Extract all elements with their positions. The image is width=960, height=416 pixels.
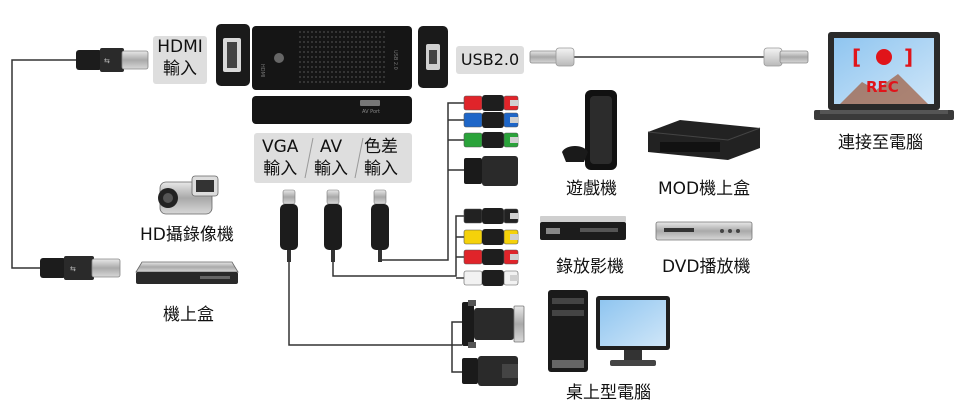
rca-black-plug xyxy=(463,208,519,224)
rca-white-plug xyxy=(463,270,519,286)
settop-box-label: 機上盒 xyxy=(163,305,214,325)
svg-text:⇆: ⇆ xyxy=(104,57,110,65)
component-input-line1: 色差 xyxy=(364,137,398,157)
hdmi-input-line1: HDMI xyxy=(157,37,203,57)
usb-cable xyxy=(529,47,809,67)
vga-input-label: VGA 輸入 xyxy=(262,136,298,180)
vga-input-line1: VGA xyxy=(262,137,299,157)
hdmi-input-label: HDMI 輸入 xyxy=(153,36,207,84)
vga-input-line2: 輸入 xyxy=(263,159,298,179)
input-jack xyxy=(280,189,298,262)
connect-pc-label: 連接至電腦 xyxy=(838,133,923,153)
mod-box-label: MOD機上盒 xyxy=(658,179,751,199)
laptop-illustration: [ ] xyxy=(814,32,954,120)
av-input-label: AV 輸入 xyxy=(314,136,348,180)
input-labels-group xyxy=(254,133,412,183)
dvd-illustration xyxy=(655,221,753,241)
dvd-player-label: DVD播放機 xyxy=(662,257,751,277)
rca-red-plug-2 xyxy=(463,249,519,265)
input-jack xyxy=(324,189,342,262)
vga-cable xyxy=(288,262,525,386)
rca-red-plug xyxy=(463,95,519,111)
camcorder-illustration xyxy=(158,175,219,215)
av-input-line2: 輸入 xyxy=(314,159,348,179)
capture-device: HDMI USB 2.0 AV Port xyxy=(216,24,448,124)
game-console-label: 遊戲機 xyxy=(566,179,617,199)
svg-text:USB 2.0: USB 2.0 xyxy=(392,50,398,70)
av-input-line1: AV xyxy=(319,137,343,157)
vcr-label: 錄放影機 xyxy=(556,257,624,277)
svg-text:[: [ xyxy=(852,45,861,69)
rca-yellow-plug xyxy=(463,229,519,245)
input-jacks xyxy=(280,189,389,262)
component-cable xyxy=(380,95,519,261)
mod-box-illustration xyxy=(647,120,761,160)
vcr-illustration xyxy=(540,216,626,240)
usb-label-text: USB2.0 xyxy=(460,50,520,69)
hdmi-cable: ⇆ ⇆ xyxy=(11,48,149,280)
svg-text:]: ] xyxy=(904,45,913,69)
input-jack xyxy=(371,189,389,262)
desktop-pc-label: 桌上型電腦 xyxy=(566,383,651,403)
svg-text:⇆: ⇆ xyxy=(70,265,76,273)
rca-green-plug xyxy=(463,132,519,148)
usb-label: USB2.0 xyxy=(456,46,524,74)
component-input-line2: 輸入 xyxy=(364,159,398,179)
settop-box-illustration xyxy=(135,261,239,284)
svg-text:AV Port: AV Port xyxy=(362,109,380,115)
game-console-illustration xyxy=(562,90,617,170)
audio-plug xyxy=(464,156,518,186)
hd-camcorder-label: HD攝錄像機 xyxy=(140,225,234,245)
component-input-label: 色差 輸入 xyxy=(364,136,398,180)
hdmi-input-line2: 輸入 xyxy=(163,59,197,79)
av-cable xyxy=(332,208,519,286)
svg-text:HDMI: HDMI xyxy=(259,64,265,77)
rca-blue-plug xyxy=(463,112,519,128)
rec-label: REC xyxy=(866,78,899,96)
desktop-pc-illustration xyxy=(548,290,670,372)
